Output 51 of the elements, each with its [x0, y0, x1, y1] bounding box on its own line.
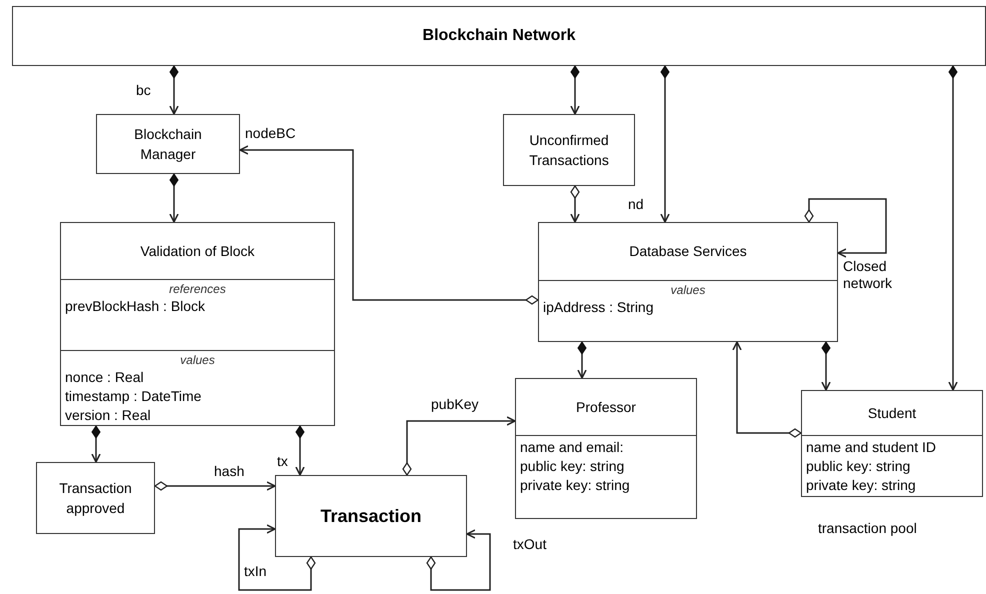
attribute-text: timestamp : DateTime — [65, 387, 202, 406]
class-name: Blockchain Manager — [133, 124, 203, 164]
attribute-text: ipAddress : String — [543, 298, 654, 317]
attribute-text: private key: string — [520, 476, 631, 495]
note-text: transaction pool — [818, 519, 917, 538]
association-line — [948, 66, 958, 391]
attribute-text: name and student ID — [806, 438, 937, 457]
association-line — [577, 342, 587, 379]
association-line — [169, 66, 179, 115]
class-name: Blockchain Network — [422, 26, 576, 46]
edge-label: pubKey — [431, 396, 478, 413]
association-line — [239, 145, 539, 305]
association-line — [402, 416, 516, 476]
attribute-text: nonce : Real — [65, 368, 145, 387]
association-line — [570, 185, 580, 223]
association-line — [570, 66, 580, 115]
class-box — [801, 390, 983, 497]
class-name: Database Services — [629, 242, 747, 262]
compartment-label: values — [180, 353, 215, 368]
attribute-text: public key: string — [806, 457, 912, 476]
class-box — [60, 222, 335, 426]
class-box — [275, 475, 467, 557]
system-frame — [12, 6, 986, 66]
class-name: Unconfirmed Transactions — [528, 130, 610, 170]
association-line — [238, 524, 316, 591]
attribute-text: public key: string — [520, 457, 626, 476]
compartment-label: references — [169, 282, 226, 297]
class-box — [503, 114, 635, 186]
attribute-text: name and email: — [520, 438, 625, 457]
association-line — [295, 426, 305, 476]
association-line — [426, 529, 491, 591]
class-box — [538, 222, 838, 342]
attribute-text: version : Real — [65, 406, 152, 425]
association-line — [154, 481, 276, 491]
class-box — [515, 378, 697, 519]
class-name: Student — [868, 404, 916, 423]
class-name: Professor — [576, 398, 636, 417]
association-line — [821, 342, 831, 391]
association-line — [169, 174, 179, 223]
association-line — [732, 341, 802, 438]
class-box — [36, 462, 155, 534]
association-line — [91, 426, 101, 463]
compartment-label: values — [670, 283, 706, 298]
class-name: Transaction — [320, 504, 422, 528]
association-line — [804, 198, 887, 258]
association-line — [660, 66, 670, 223]
class-box — [96, 114, 240, 174]
attribute-text: prevBlockHash : Block — [65, 297, 206, 316]
class-name: Transaction approved — [58, 478, 133, 518]
class-name: Validation of Block — [140, 242, 255, 261]
attribute-text: private key: string — [806, 476, 917, 495]
